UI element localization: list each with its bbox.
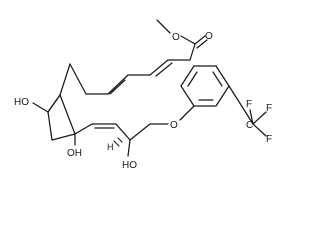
ester-o-to-carbonyl-bond <box>180 35 196 45</box>
ring-bond-3 <box>47 111 53 141</box>
fluorine-right-label: F <box>266 134 272 145</box>
stereo-hydrogen-label: H <box>107 142 114 152</box>
cf3-to-f-top-right-bond <box>252 111 267 125</box>
trifluoromethyl-group: C F F F <box>228 85 272 145</box>
fluorine-top-right-label: F <box>266 103 272 114</box>
ring-hydroxyls: HO OH <box>14 97 82 159</box>
methyl-bond <box>156 19 171 34</box>
aryl-bond-2 <box>215 85 230 107</box>
trans-double-bond-b <box>155 62 173 77</box>
cf3-carbon-label: C <box>246 120 253 131</box>
ring-hydroxyl-upper-label: HO <box>14 97 29 108</box>
cf3-to-f-right-bond <box>252 123 267 137</box>
chain-hydroxyl-label: HO <box>122 160 137 171</box>
omega-bond-to-carbinol <box>115 123 131 141</box>
carbonyl-to-alpha-bond <box>189 43 196 61</box>
ring-bond-1 <box>59 63 71 96</box>
cis-double-bond-a <box>107 74 129 95</box>
aryl-bond-6 <box>180 85 195 107</box>
aryl-inner-bond-2 <box>212 71 223 87</box>
cf3-to-f-top-left-bond <box>249 109 254 125</box>
aryl-bond-3 <box>215 65 230 87</box>
ring-to-omega-bond <box>74 123 93 135</box>
ring-bond-5 <box>59 94 76 135</box>
ring-hydroxyl-lower-label: OH <box>67 148 82 159</box>
omega-chain: HO O H <box>74 120 178 171</box>
ester-oxygen-label: O <box>172 32 180 43</box>
ring-bond-4 <box>51 133 76 141</box>
methyl-ester-group: O O <box>156 19 213 61</box>
aryl-bond-5 <box>180 65 195 87</box>
carbonyl-double-bond-a <box>194 35 206 45</box>
alpha-chain <box>69 59 191 95</box>
cis-double-bond-b <box>109 79 126 95</box>
ether-oxygen-label: O <box>170 120 178 131</box>
upper-hydroxyl-bond <box>32 102 49 113</box>
cyclopentane-ring <box>47 63 76 141</box>
fluorine-top-left-label: F <box>246 99 252 110</box>
chemical-structure-diagram: O O HO OH HO O <box>14 19 272 171</box>
aryl-ring <box>179 65 230 121</box>
carbonyl-oxygen-label: O <box>205 31 213 42</box>
ring-bond-top <box>47 94 61 113</box>
carbinol-to-oh-bond <box>127 139 131 157</box>
carbinol-to-ch2-bond <box>129 123 151 141</box>
ether-to-aryl-bond <box>179 105 195 121</box>
chain-bond-to-ring <box>69 63 87 95</box>
aryl-inner-bond-3 <box>187 71 198 87</box>
aryl-to-cf3-bond <box>228 85 254 125</box>
stereo-hash-2 <box>113 140 120 147</box>
stereo-hash-1 <box>117 137 123 143</box>
trans-double-bond-a <box>149 59 169 76</box>
carbonyl-double-bond-b <box>196 39 208 49</box>
